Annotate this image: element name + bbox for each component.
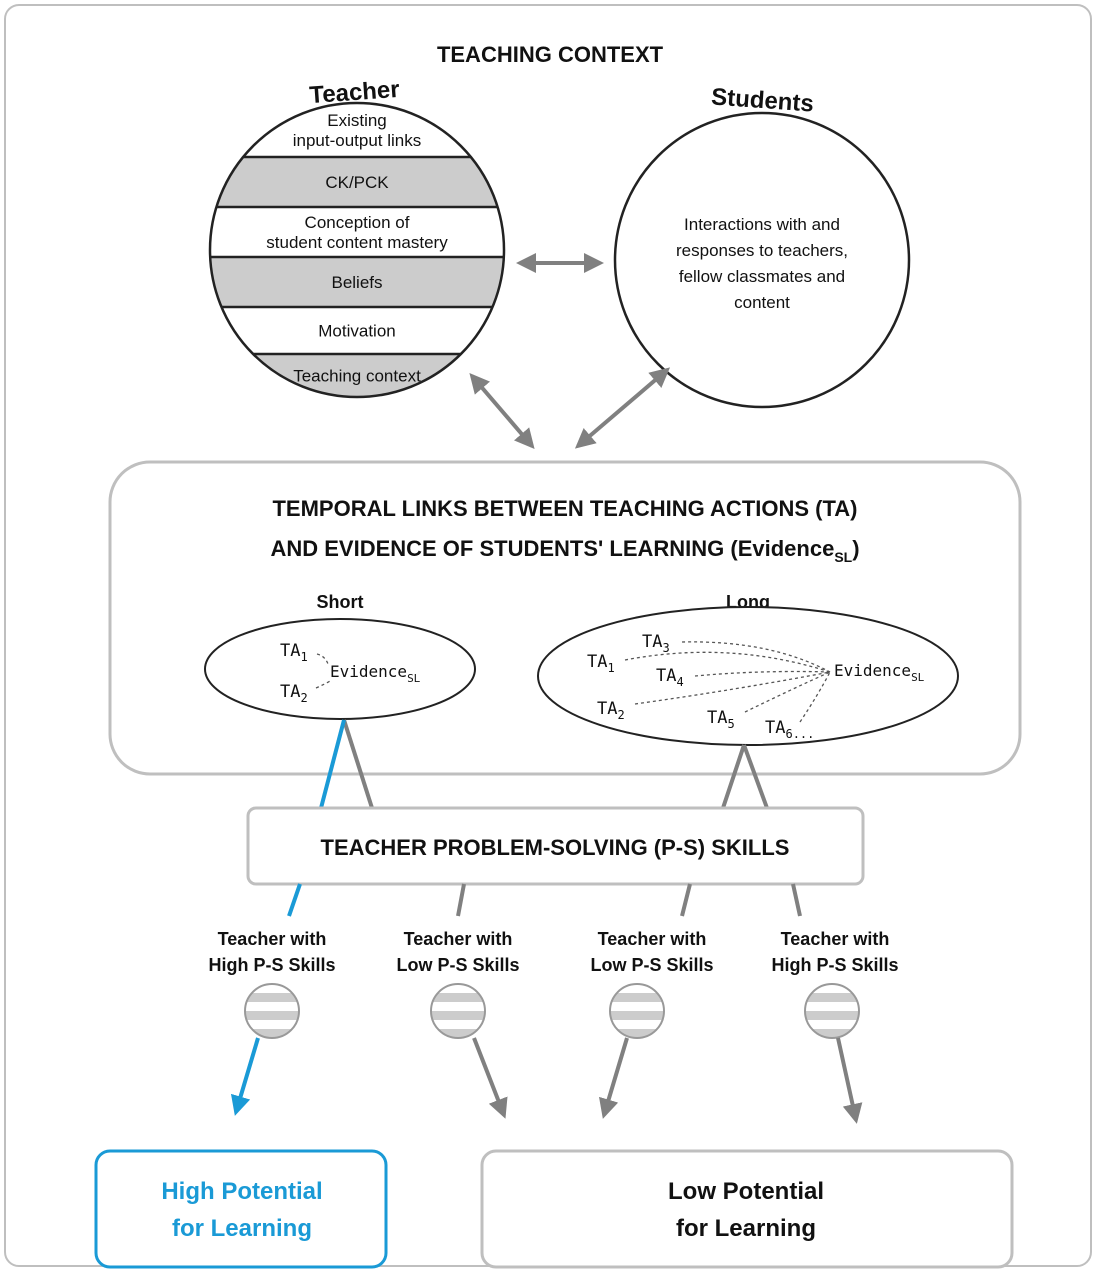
- teacher-type-skill: Low P-S Skills: [396, 955, 519, 975]
- long-ps-line-left: [721, 744, 746, 809]
- low-potential-box: [480, 1149, 1014, 1269]
- teaching-context-title: TEACHING CONTEXT: [437, 42, 664, 67]
- long-ta-6: TA6...: [765, 718, 814, 741]
- long-ellipse: [537, 606, 959, 746]
- teacher-band-label-2: CK/PCK: [325, 173, 389, 192]
- teacher-type-skill: High P-S Skills: [771, 955, 898, 975]
- teacher-band-2: [210, 157, 504, 207]
- long-evidence: EvidenceSL: [834, 661, 925, 684]
- teacher-mini-circle: [805, 984, 859, 1038]
- teacher-mini-circle: [431, 984, 485, 1038]
- arrow-low-2: [472, 1037, 508, 1119]
- teacher-type-label: Teacher with: [598, 929, 707, 949]
- teacher-mini-circle: [610, 984, 664, 1038]
- ps-line-3: [680, 883, 692, 917]
- short-ps-line-blue: [319, 719, 346, 809]
- long-ta-4: TA4: [656, 666, 684, 689]
- arrow-low-3: [598, 1037, 629, 1119]
- teacher-band-3: [210, 207, 504, 257]
- teacher-mini-circle-outline: [244, 983, 300, 1039]
- teacher-type-skill: High P-S Skills: [208, 955, 335, 975]
- short-link-1: [316, 653, 329, 665]
- arrow-high-1: [230, 1037, 260, 1116]
- teacher-band-label-5: Motivation: [318, 322, 395, 341]
- ps-line-4: [791, 883, 802, 917]
- teacher-mini-circle-outline: [430, 983, 486, 1039]
- long-ta-3: TA3: [642, 632, 670, 655]
- ps-skills-label: TEACHER PROBLEM-SOLVING (P-S) SKILLS: [321, 835, 790, 860]
- teacher-band-5: [210, 307, 504, 354]
- students-label: Students: [710, 83, 814, 117]
- teacher-label: Teacher: [309, 76, 401, 109]
- short-link-2: [315, 679, 333, 689]
- low-potential-line1: Low Potential: [668, 1178, 824, 1205]
- short-ta-2: TA2: [280, 682, 308, 705]
- ps-skills-box: [246, 806, 865, 886]
- short-ellipse: [204, 618, 476, 720]
- low-potential-line2: for Learning: [676, 1215, 816, 1242]
- teacher-mini-circle: [245, 984, 299, 1038]
- ps-line-1: [287, 883, 302, 917]
- high-potential-box: [94, 1149, 388, 1269]
- temporal-title-line1: TEMPORAL LINKS BETWEEN TEACHING ACTIONS …: [272, 496, 857, 521]
- high-potential-line2: for Learning: [172, 1215, 312, 1242]
- teacher-mini-circle-outline: [609, 983, 665, 1039]
- short-ps-line-gray: [342, 719, 374, 809]
- temporal-title-line2: AND EVIDENCE OF STUDENTS' LEARNING (Evid…: [270, 536, 859, 565]
- teacher-temporal-arrow: [469, 372, 535, 450]
- students-temporal-arrow: [574, 367, 671, 449]
- teacher-type-label: Teacher with: [404, 929, 513, 949]
- long-ta-2: TA2: [597, 699, 625, 722]
- long-ps-line-right: [742, 744, 769, 809]
- teacher-band-label-4: Beliefs: [331, 273, 382, 292]
- teacher-band-label-6: Teaching context: [293, 367, 421, 386]
- teacher-type-label: Teacher with: [218, 929, 327, 949]
- short-evidence: EvidenceSL: [330, 662, 421, 685]
- long-ta-1: TA1: [587, 652, 615, 675]
- teacher-type-skill: Low P-S Skills: [590, 955, 713, 975]
- arrow-low-4: [836, 1037, 863, 1124]
- long-links: [624, 641, 831, 723]
- short-ta-1: TA1: [280, 641, 308, 664]
- short-label: Short: [317, 592, 364, 612]
- teacher-mini-circle-outline: [804, 983, 860, 1039]
- ps-line-2: [456, 883, 466, 917]
- teacher-band-4: [210, 257, 504, 307]
- long-ta-5: TA5: [707, 708, 735, 731]
- teacher-type-label: Teacher with: [781, 929, 890, 949]
- high-potential-line1: High Potential: [161, 1178, 322, 1205]
